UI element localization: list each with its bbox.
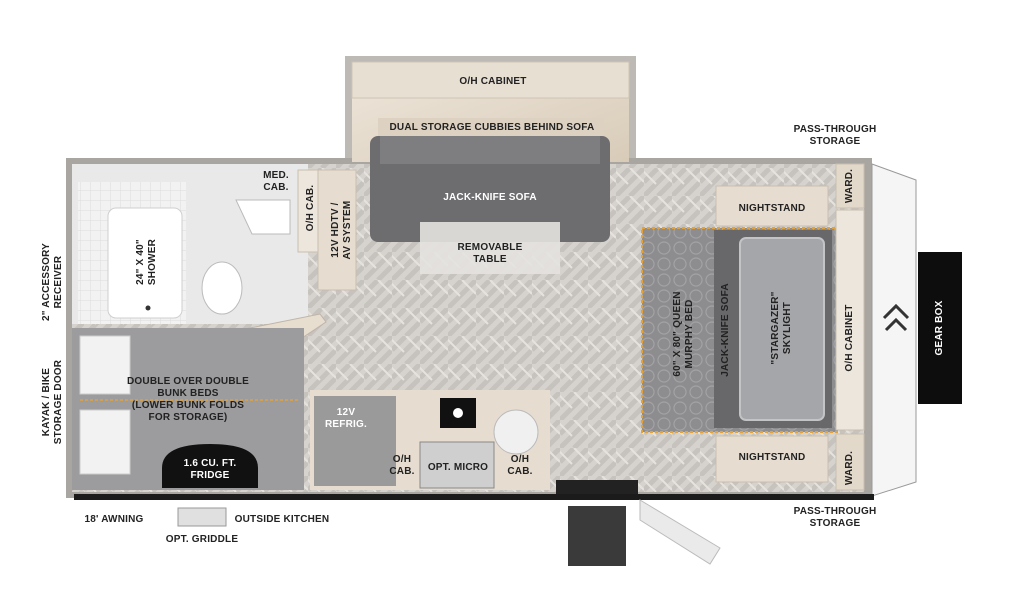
- awning-line: [74, 494, 874, 500]
- label-accessory-receiver: 2" ACCESSORY RECEIVER: [41, 242, 64, 322]
- label-opt-micro: OPT. MICRO: [427, 462, 489, 473]
- label-nightstand-bottom: NIGHTSTAND: [738, 452, 806, 463]
- griddle: [177, 507, 227, 527]
- wardrobe-bottom: [835, 433, 865, 491]
- stove-burner: [453, 408, 463, 418]
- removable-table: [420, 222, 560, 274]
- label-jack-knife-sofa-right: JACK-KNIFE SOFA: [720, 283, 731, 377]
- label-oh-cab-right: O/H CAB.: [507, 454, 533, 477]
- label-ward-top: WARD.: [844, 168, 855, 204]
- gear-box: [918, 252, 962, 404]
- oh-cabinet-right: [835, 209, 865, 431]
- microwave: [419, 441, 495, 489]
- entry-steps: [568, 506, 626, 566]
- nightstand-top: [715, 185, 829, 227]
- door-swing: [639, 499, 721, 565]
- ember-logo: [882, 303, 910, 332]
- bunk-lower: [79, 409, 131, 475]
- label-pass-through-bottom: PASS-THROUGH STORAGE: [793, 506, 877, 529]
- kitchen-sink: [493, 409, 539, 455]
- label-murphy-bed: 60" X 80" QUEEN MURPHY BED: [672, 291, 695, 377]
- refrigerator: [314, 396, 396, 486]
- label-refrig: 12V REFRIG.: [325, 407, 367, 430]
- entry-door: [556, 480, 638, 494]
- label-bunk-beds: DOUBLE OVER DOUBLE BUNK BEDS (LOWER BUNK…: [127, 376, 249, 423]
- label-oh-cabinet-right: O/H CABINET: [844, 304, 855, 372]
- label-med-cab: MED. CAB.: [263, 170, 289, 193]
- label-hdtv: 12V HDTV / AV SYSTEM: [330, 200, 353, 260]
- sofa-back: [380, 136, 600, 164]
- label-kayak-door: KAYAK / BIKE STORAGE DOOR: [41, 359, 64, 445]
- front-cap: [871, 163, 917, 497]
- shower-drain: [145, 305, 151, 311]
- hdtv-cabinet: [317, 169, 357, 291]
- label-nightstand-top: NIGHTSTAND: [738, 203, 806, 214]
- storage-cubbies: [378, 118, 604, 138]
- wardrobe-top: [835, 163, 865, 209]
- label-shower: 24" X 40" SHOWER: [135, 238, 158, 286]
- label-oh-cab-left: O/H CAB.: [389, 454, 415, 477]
- skylight: [739, 237, 825, 421]
- fridge-small: [162, 444, 258, 488]
- label-removable-table: REMOVABLE TABLE: [457, 242, 523, 265]
- bunk-upper: [79, 335, 131, 395]
- label-opt-griddle: OPT. GRIDDLE: [165, 534, 239, 545]
- label-skylight: "STARGAZER" SKYLIGHT: [770, 291, 793, 365]
- label-awning: 18' AWNING: [84, 514, 144, 525]
- label-ward-bottom: WARD.: [844, 450, 855, 486]
- label-pass-through-top: PASS-THROUGH STORAGE: [793, 124, 877, 147]
- shower-pan: [107, 207, 183, 319]
- nightstand-bottom: [715, 435, 829, 483]
- label-gear-box: GEAR BOX: [934, 300, 945, 356]
- label-oh-cabinet-top: O/H CABINET: [459, 76, 527, 87]
- label-oh-cab-small: O/H CAB.: [305, 184, 316, 232]
- label-jack-knife-sofa-top: JACK-KNIFE SOFA: [443, 192, 537, 203]
- overhead-cabinet: [351, 61, 630, 99]
- label-fridge-small: 1.6 CU. FT. FRIDGE: [183, 458, 237, 481]
- label-outside-kitchen: OUTSIDE KITCHEN: [234, 514, 330, 525]
- toilet: [201, 261, 243, 315]
- bathroom-sink: [235, 199, 291, 235]
- label-dual-storage: DUAL STORAGE CUBBIES BEHIND SOFA: [389, 122, 595, 133]
